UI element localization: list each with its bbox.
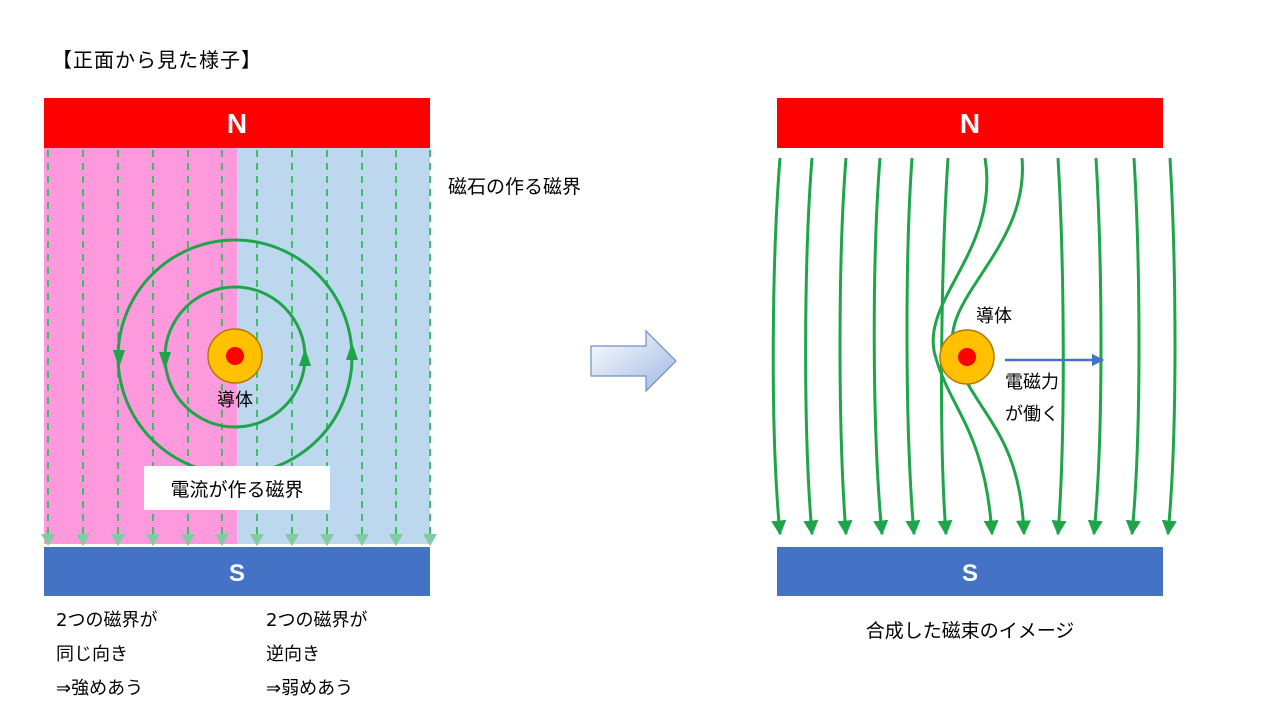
note-weaken-line2: 逆向き: [266, 644, 320, 665]
transition-arrow: [590, 329, 677, 393]
north-pole-right: [777, 98, 1163, 148]
current-field-label: 電流が作る磁界: [170, 479, 303, 501]
conductor-core-left: [226, 347, 244, 365]
conductor-label-right: 導体: [976, 306, 1012, 327]
north-label-right: N: [960, 108, 980, 139]
north-label-left: N: [227, 108, 247, 139]
current-field-arrow-left-outer: [113, 350, 125, 368]
note-strengthen-line2: 同じ向き: [56, 644, 128, 665]
force-label-line1: 電磁力: [1005, 372, 1059, 393]
conductor-core-right: [958, 348, 976, 366]
note-weaken: 2つの磁界が 逆向き ⇒弱めあう: [266, 604, 367, 706]
force-label-line2: が働く: [1005, 404, 1059, 425]
magnet-field-arrowheads: [41, 534, 437, 546]
south-label-left: S: [229, 560, 245, 587]
note-weaken-line3: ⇒弱めあう: [266, 678, 354, 699]
conductor-label-left: 導体: [217, 390, 253, 411]
south-label-right: S: [962, 560, 978, 587]
north-pole-left: [44, 98, 430, 148]
note-strengthen-line3: ⇒強めあう: [56, 678, 144, 699]
combined-flux-caption: 合成した磁束のイメージ: [866, 620, 1075, 642]
magnet-field-label: 磁石の作る磁界: [448, 176, 581, 198]
note-strengthen-line1: 2つの磁界が: [56, 610, 158, 631]
current-field-arrow-right-outer: [346, 342, 358, 360]
combined-flux-lines: [771, 157, 1177, 536]
page-title: 【正面から見た様子】: [52, 48, 262, 72]
south-pole-right: [777, 547, 1163, 596]
current-field-arrow-left-inner: [159, 352, 171, 370]
current-field-label-box: [144, 466, 330, 510]
note-weaken-line1: 2つの磁界が: [266, 610, 368, 631]
south-pole-left: [44, 547, 430, 596]
current-field-arrow-right-inner: [299, 348, 311, 366]
note-strengthen: 2つの磁界が 同じ向き ⇒強めあう: [56, 604, 157, 706]
